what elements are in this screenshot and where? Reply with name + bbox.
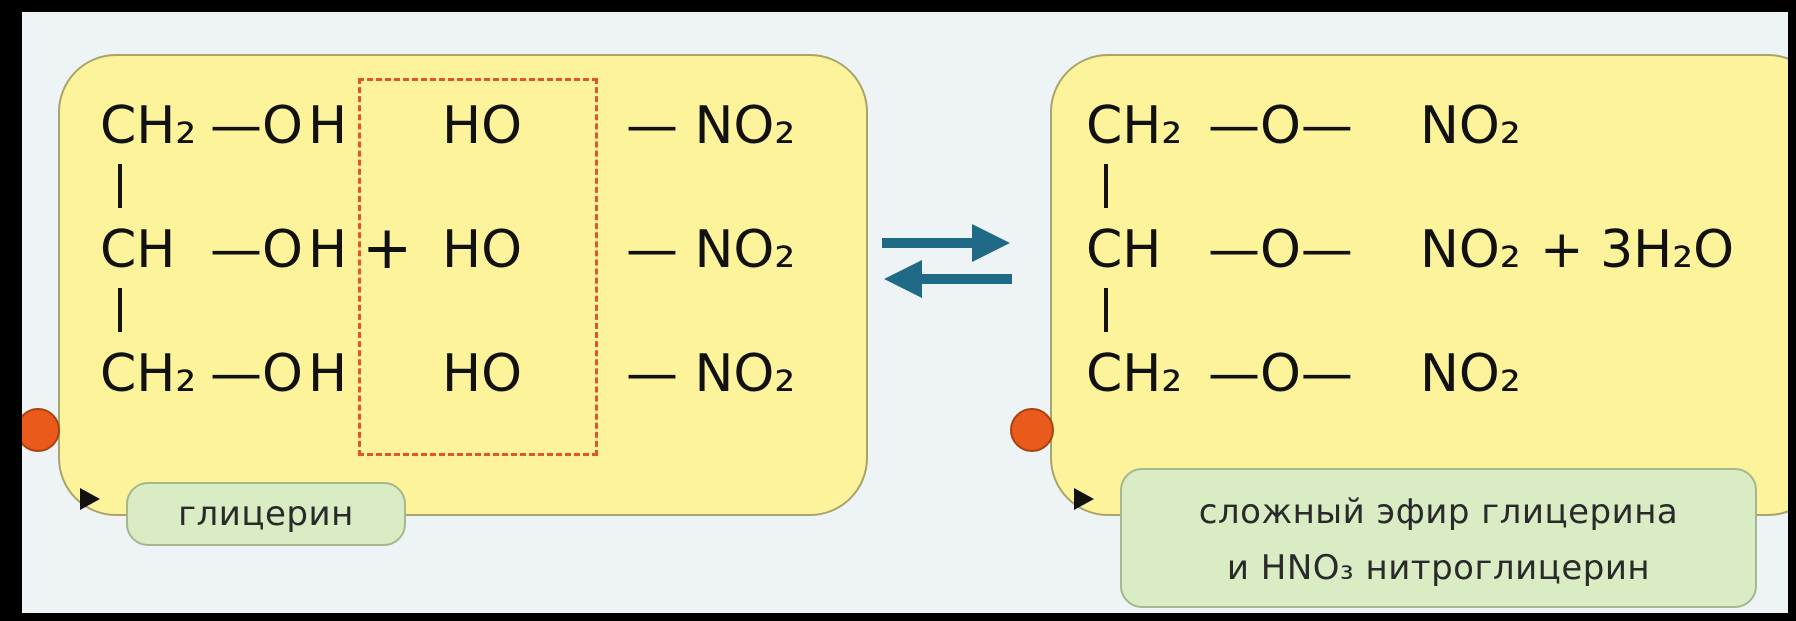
reactant-row-3-carbon: CH₂	[100, 344, 197, 404]
nitroglycerin-label-line-1: сложный эфир глицерина	[1198, 492, 1679, 532]
reactant-row-3-no2: — NO₂	[626, 344, 796, 404]
reactant-row-3-h: H	[308, 344, 348, 404]
reactant-row-1-no2: — NO₂	[626, 96, 796, 156]
reactant-row-2-ho: HO	[442, 220, 523, 280]
reactant-bond-1-2	[118, 164, 122, 208]
product-row-3-bond: —O—	[1208, 344, 1353, 404]
water-elimination-box	[358, 78, 598, 456]
reactant-row-1-carbon: CH₂	[100, 96, 197, 156]
reactant-row-3-bond: —O	[210, 344, 303, 404]
product-row-2-carbon: CH	[1086, 220, 1162, 280]
reactant-row-2-no2: — NO₂	[626, 220, 796, 280]
product-row-1-no2: NO₂	[1420, 96, 1521, 156]
nitroglycerin-label-line-2: и HNO₃ нитроглицерин	[1226, 548, 1651, 588]
reactant-row-1-ho: HO	[442, 96, 523, 156]
reactant-row-3-ho: HO	[442, 344, 523, 404]
nitroglycerin-label: сложный эфир глицерина и HNO₃ нитроглице…	[1120, 468, 1757, 608]
product-bond-2-3	[1104, 288, 1108, 332]
product-row-2-no2: NO₂	[1420, 220, 1521, 280]
product-row-3-carbon: CH₂	[1086, 344, 1183, 404]
product-water: + 3H₂O	[1540, 220, 1735, 280]
reactant-plus: +	[362, 213, 413, 283]
product-row-1-bond: —O—	[1208, 96, 1353, 156]
product-row-2-bond: —O—	[1208, 220, 1353, 280]
reactant-row-2-carbon: CH	[100, 220, 176, 280]
triangle-pointer-icon	[1074, 488, 1094, 510]
orange-dot-icon	[22, 408, 60, 452]
reactant-row-1-bond: —O	[210, 96, 303, 156]
product-row-1-carbon: CH₂	[1086, 96, 1183, 156]
orange-dot-icon	[1010, 408, 1054, 452]
equilibrium-arrows-icon	[882, 224, 1012, 298]
reactant-row-2-h: H	[308, 220, 348, 280]
glycerin-label: глицерин	[126, 482, 406, 546]
triangle-pointer-icon	[80, 488, 100, 510]
product-bond-1-2	[1104, 164, 1108, 208]
reactants-panel	[58, 54, 868, 516]
product-row-3-no2: NO₂	[1420, 344, 1521, 404]
reactant-row-1-h: H	[308, 96, 348, 156]
reactant-row-2-bond: —O	[210, 220, 303, 280]
products-panel	[1050, 54, 1788, 516]
reactant-bond-2-3	[118, 288, 122, 332]
